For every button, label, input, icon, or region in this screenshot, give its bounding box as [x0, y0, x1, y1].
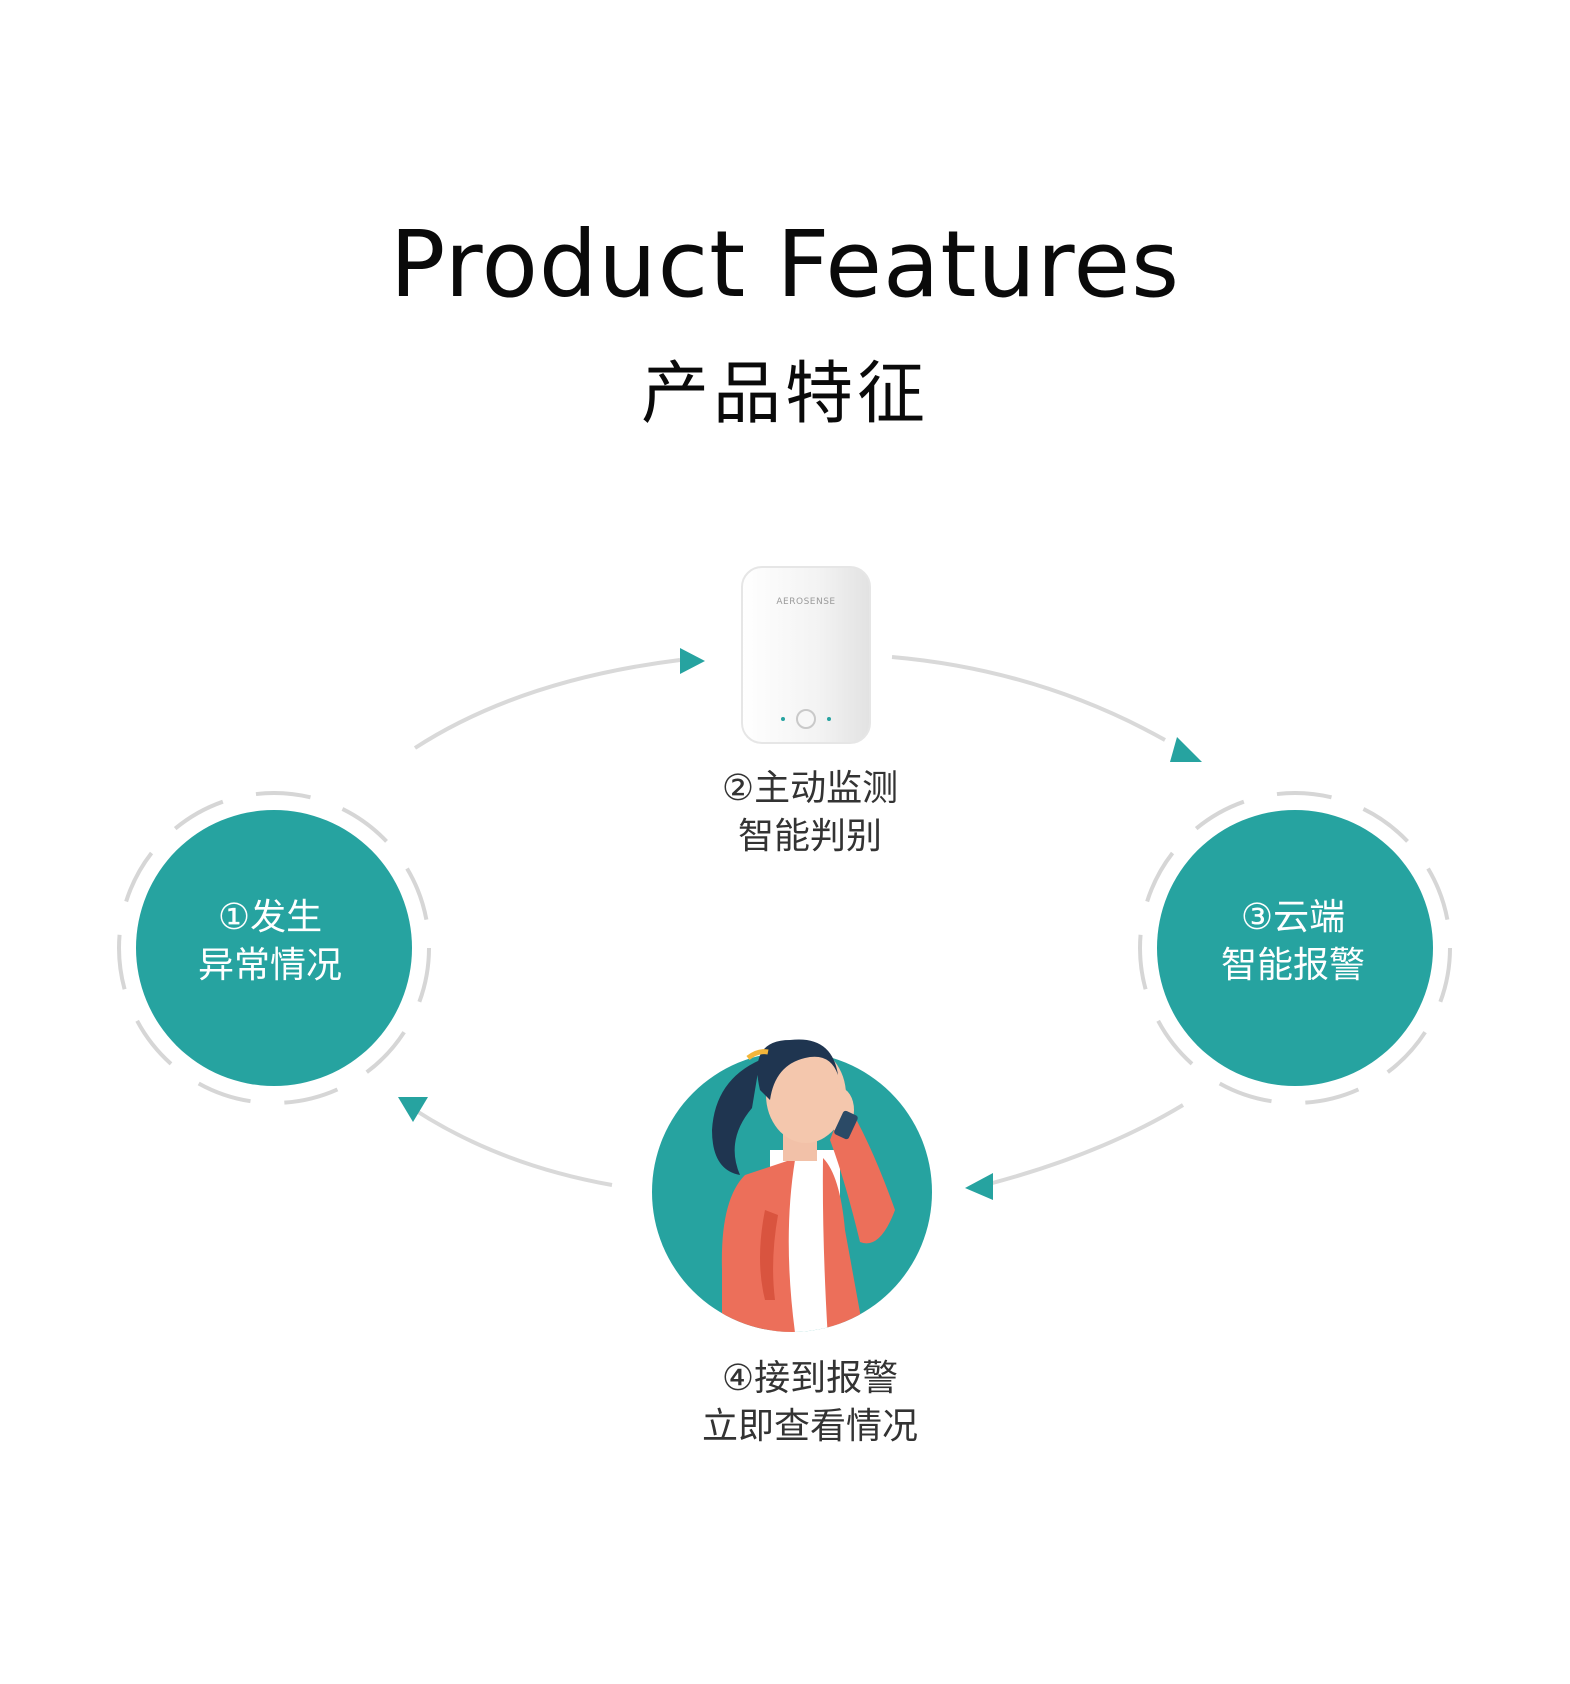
device-led-right — [827, 717, 831, 721]
step-3-node — [1138, 791, 1452, 1105]
arrow-path-1-to-2 — [413, 658, 681, 750]
device-button — [796, 709, 816, 729]
step-4-node — [652, 1039, 932, 1332]
device-led-left — [781, 717, 785, 721]
woman-hair — [757, 1039, 838, 1100]
step-1-subtitle: 异常情况 — [197, 945, 342, 986]
step-3-title: ③云端 — [1240, 897, 1346, 938]
hair-band — [746, 1049, 769, 1060]
step-1-node — [117, 791, 431, 1105]
arrowhead-4-to-1 — [398, 1097, 428, 1122]
arrow-path-4-to-1 — [413, 1108, 613, 1187]
step-3-label: ③云端 智能报警 — [1183, 894, 1403, 990]
step-4-label: ④接到报警 立即查看情况 — [660, 1355, 960, 1451]
step-1-title: ①发生 — [217, 897, 323, 938]
arrowhead-3-to-4 — [965, 1173, 993, 1200]
step-2-label: ②主动监测 智能判别 — [660, 765, 960, 861]
step-2-subtitle: 智能判别 — [737, 816, 882, 857]
page-subtitle: 产品特征 — [640, 355, 929, 434]
step-2-title: ②主动监测 — [721, 768, 899, 809]
step-1-label: ①发生 异常情况 — [160, 894, 380, 990]
woman-body — [721, 1150, 865, 1332]
arrowhead-2-to-3 — [1170, 737, 1202, 762]
step-3-subtitle: 智能报警 — [1220, 945, 1365, 986]
arrowhead-1-to-2 — [680, 648, 705, 674]
phone-icon — [834, 1110, 858, 1140]
step-3-circle — [1157, 810, 1433, 1086]
step-1-circle — [136, 810, 412, 1086]
arrow-path-2-to-3 — [891, 655, 1166, 742]
woman-ponytail — [712, 1060, 760, 1175]
step-3-dash-ring — [1138, 791, 1452, 1105]
step-1-dash-ring — [117, 791, 431, 1105]
arrow-path-3-to-4 — [984, 1103, 1185, 1187]
step-4-title: ④接到报警 — [721, 1358, 899, 1399]
page-title: Product Features — [389, 211, 1181, 318]
sensor-device-illustration: AEROSENSE — [741, 566, 871, 744]
woman-face — [766, 1047, 846, 1143]
device-brand-label: AEROSENSE — [776, 597, 835, 607]
step-4-subtitle: 立即查看情况 — [701, 1406, 918, 1447]
